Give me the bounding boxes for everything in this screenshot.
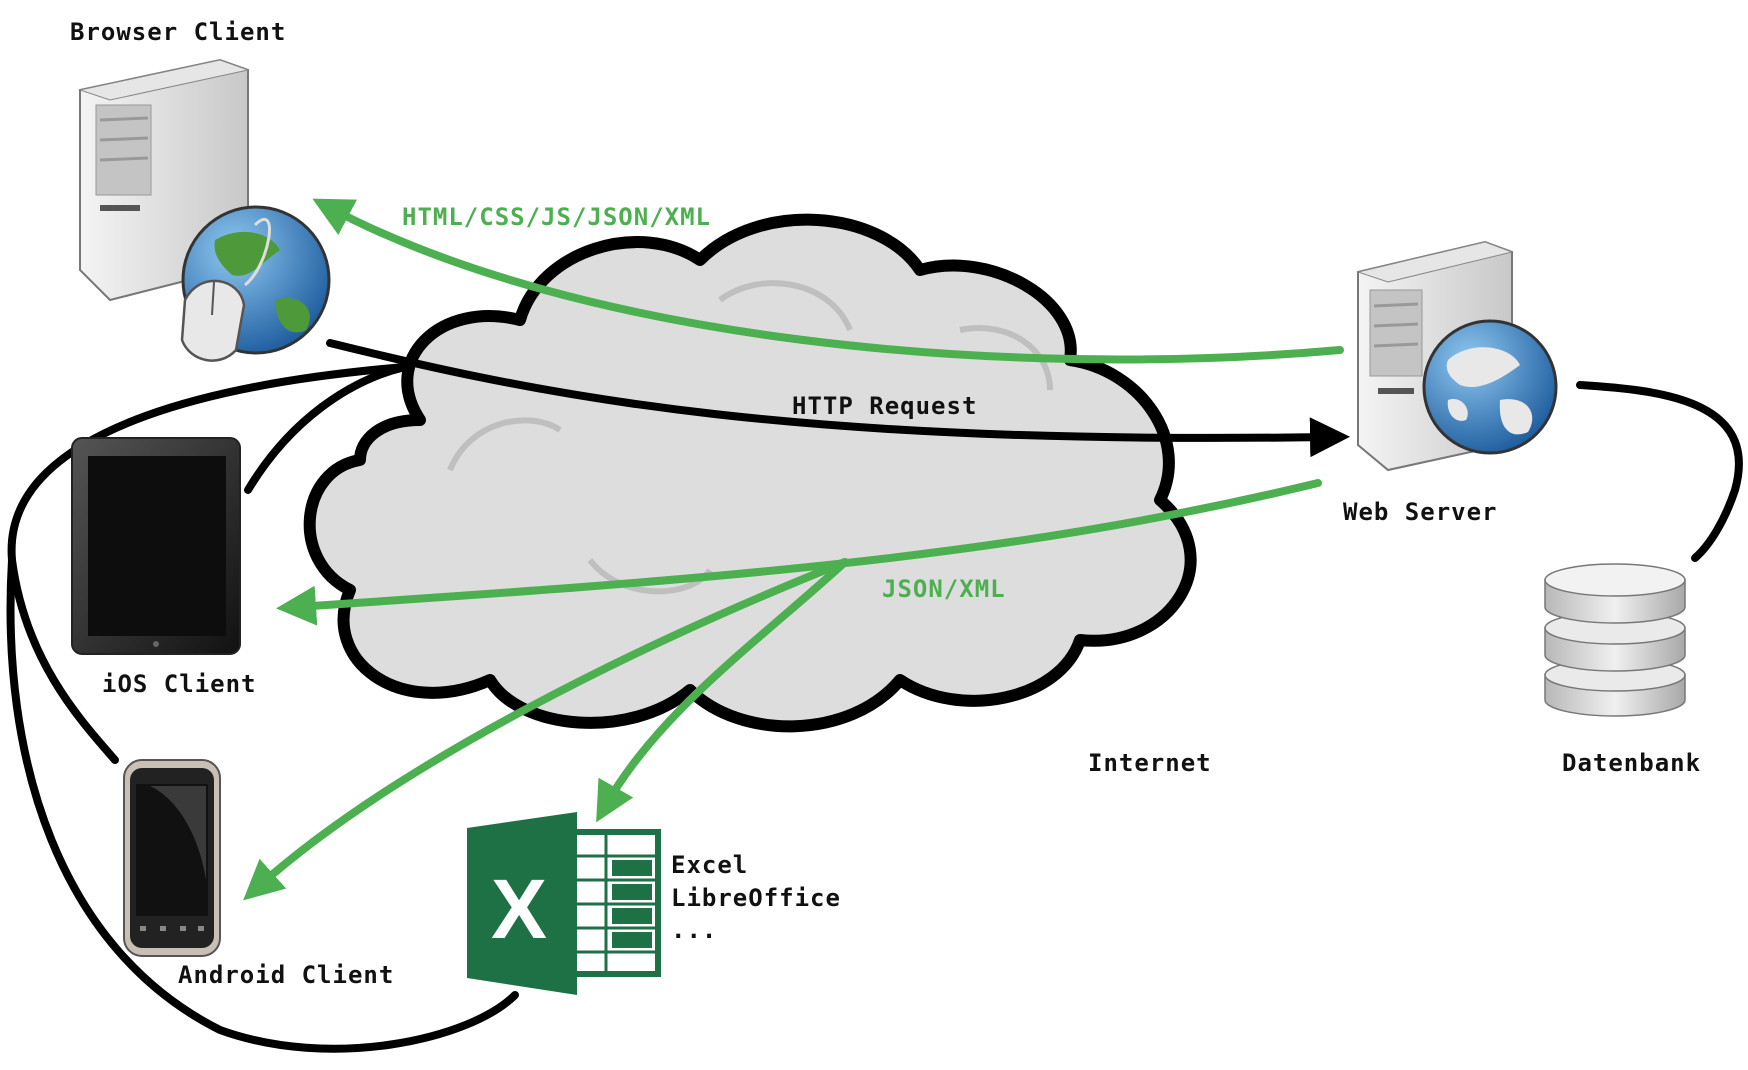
tablet-icon — [71, 437, 241, 655]
spreadsheet-label-excel: Excel — [671, 851, 748, 879]
internet-label: Internet — [1088, 749, 1212, 777]
android-client-label: Android Client — [178, 961, 394, 989]
http-request-arrow — [326, 339, 1350, 458]
connections — [6, 339, 1743, 1053]
server-tower-with-globe-icon — [1356, 240, 1558, 472]
excel-logo-letter: X — [491, 862, 547, 956]
response-arrows — [243, 198, 1344, 901]
spreadsheet-label-libreoffice: LibreOffice — [671, 884, 841, 912]
database-label: Datenbank — [1562, 749, 1701, 777]
http-request-label: HTTP Request — [792, 392, 977, 420]
smartphone-icon — [123, 759, 221, 957]
ios-client-label: iOS Client — [102, 670, 257, 698]
json-response-label: JSON/XML — [882, 575, 1006, 603]
ios-connection-line — [244, 363, 409, 494]
browser-client-label: Browser Client — [70, 18, 286, 46]
json-response-arrow-excel — [596, 558, 849, 823]
json-response-arrow-android — [243, 558, 849, 901]
database-connection-line — [1576, 381, 1743, 562]
database-stack-icon — [1544, 563, 1686, 717]
browser-connection-line — [7, 363, 409, 764]
desktop-tower-with-globe-and-mouse-icon — [78, 58, 331, 362]
html-response-arrow — [312, 198, 1344, 364]
spreadsheet-label-more: ... — [671, 916, 717, 944]
html-response-label: HTML/CSS/JS/JSON/XML — [402, 203, 711, 231]
cloud-icon — [303, 213, 1197, 733]
spreadsheet-connection-line — [6, 556, 519, 1053]
excel-icon: X — [467, 812, 661, 995]
web-server-label: Web Server — [1343, 498, 1498, 526]
